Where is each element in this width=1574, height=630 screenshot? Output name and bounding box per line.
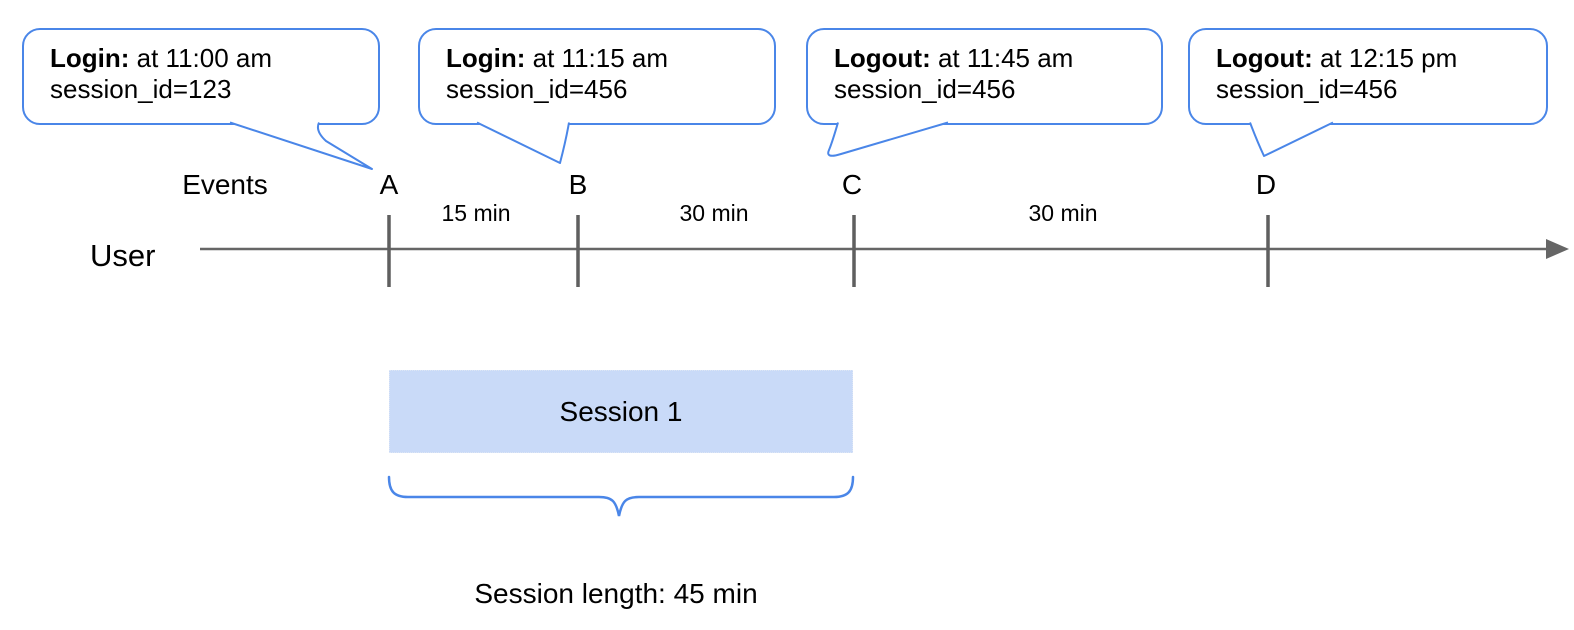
event-mark-a: A [379,169,399,200]
callout-line2: session_id=456 [834,74,1016,104]
callout-login-b: Login: at 11:15 am session_id=456 [418,28,776,125]
event-mark-c: C [841,169,863,200]
callout-line1: Logout: at 12:15 pm [1216,43,1458,73]
user-row-label: User [90,238,156,273]
callout-text: Login: at 11:15 am session_id=456 [420,30,774,105]
callout-tail-b [476,121,570,164]
timeline-axis [200,239,1569,259]
callout-text: Logout: at 11:45 am session_id=456 [808,30,1161,105]
callout-line1: Logout: at 11:45 am [834,43,1074,73]
session-length-label: Session length: 45 min [474,578,758,609]
callout-line2: session_id=456 [1216,74,1398,104]
interval-label-bc: 30 min [679,200,749,226]
callout-tail-a [229,121,373,170]
callout-line2: session_id=123 [50,74,232,104]
callout-text: Login: at 11:00 am session_id=123 [24,30,378,105]
session-brace [387,475,855,517]
event-mark-d: D [1255,169,1277,200]
callout-tail-d [1249,121,1334,157]
callout-tail-c [827,121,949,157]
callout-login-a: Login: at 11:00 am session_id=123 [22,28,380,125]
callout-text: Logout: at 12:15 pm session_id=456 [1190,30,1546,105]
callout-line1: Login: at 11:15 am [446,43,669,73]
interval-label-ab: 15 min [441,200,511,226]
callout-logout-d: Logout: at 12:15 pm session_id=456 [1188,28,1548,125]
session-bar: Session 1 [389,370,853,453]
callout-line1: Login: at 11:00 am [50,43,273,73]
event-mark-b: B [568,169,588,200]
timeline-arrow-icon [1546,239,1569,259]
callout-line2: session_id=456 [446,74,628,104]
interval-label-cd: 30 min [1028,200,1098,226]
session-bar-label: Session 1 [559,395,683,427]
callout-logout-c: Logout: at 11:45 am session_id=456 [806,28,1163,125]
events-label: Events [182,169,268,200]
